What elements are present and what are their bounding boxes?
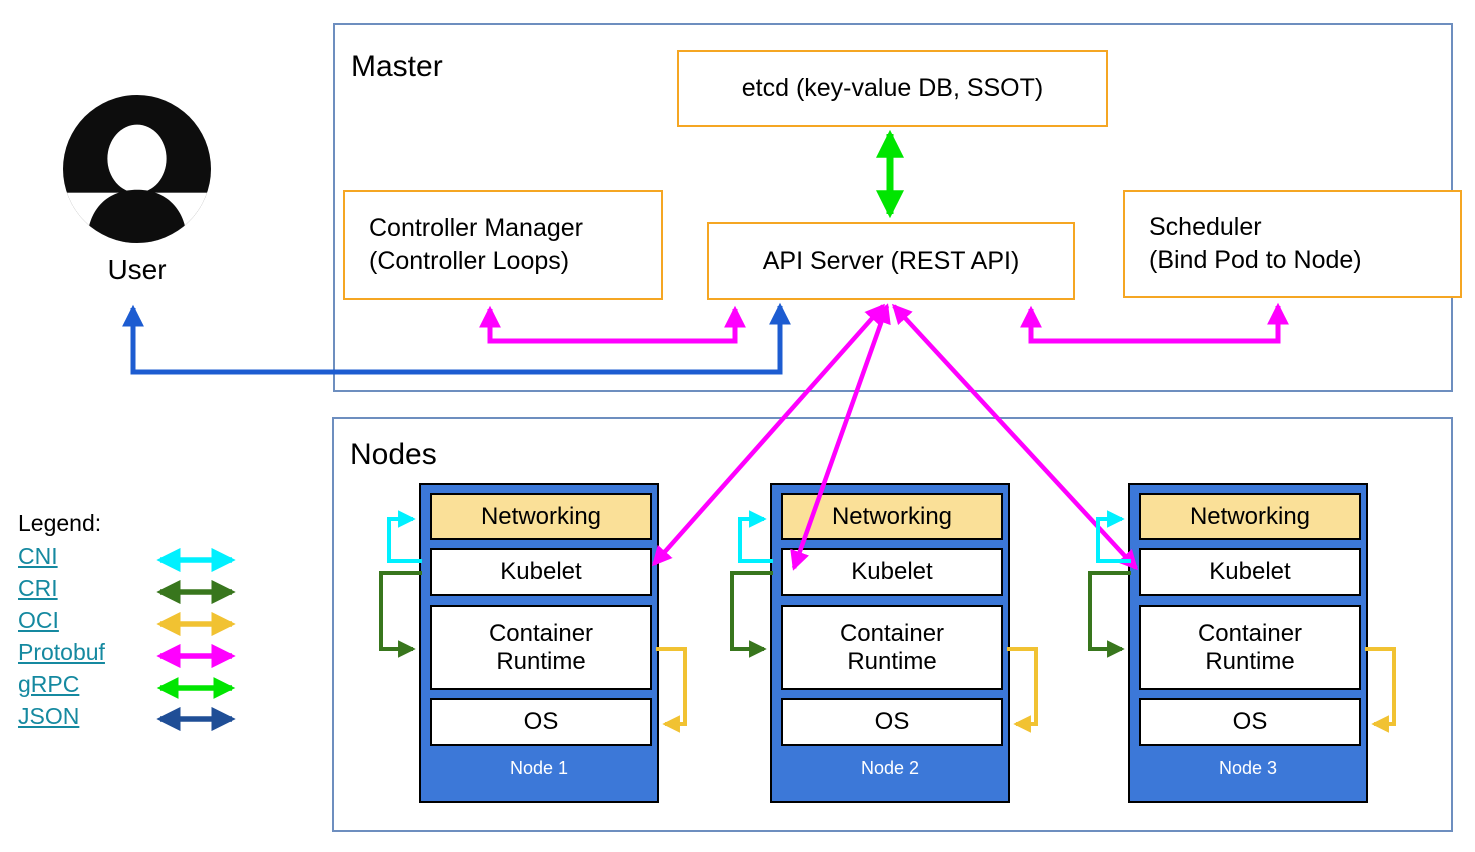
node-3-container-runtime-layer: Container Runtime xyxy=(1139,605,1361,690)
node-3-name: Node 3 xyxy=(1218,758,1278,778)
legend-link-protobuf[interactable]: Protobuf xyxy=(18,639,105,665)
node-3-os-layer: OS xyxy=(1139,698,1361,746)
user-icon xyxy=(63,95,211,243)
legend-title: Legend: xyxy=(18,510,102,536)
legend-link-cni[interactable]: CNI xyxy=(18,543,58,569)
node-1-networking-layer: Networking xyxy=(430,493,652,540)
node-3-networking-layer: Networking xyxy=(1139,493,1361,540)
node-3-box: Networking Kubelet Container Runtime OS … xyxy=(1128,483,1368,803)
master-section-title: Master xyxy=(351,50,443,83)
etcd-box: etcd (key-value DB, SSOT) xyxy=(677,50,1108,127)
node-1-kubelet-layer: Kubelet xyxy=(430,548,652,596)
node-1-box: Networking Kubelet Container Runtime OS … xyxy=(419,483,659,803)
legend-link-json[interactable]: JSON xyxy=(18,703,80,729)
node-1-os-layer: OS xyxy=(430,698,652,746)
node-2-name: Node 2 xyxy=(860,758,920,778)
api-server-label: API Server (REST API) xyxy=(762,246,1020,275)
api-server-box: API Server (REST API) xyxy=(707,222,1075,300)
legend-link-cri[interactable]: CRI xyxy=(18,575,58,601)
nodes-section-title: Nodes xyxy=(350,438,437,471)
node-2-os-layer: OS xyxy=(781,698,1003,746)
legend-link-grpc[interactable]: gRPC xyxy=(18,671,80,697)
scheduler-box: Scheduler (Bind Pod to Node) xyxy=(1123,190,1462,298)
node-1-name: Node 1 xyxy=(509,758,569,778)
etcd-label: etcd (key-value DB, SSOT) xyxy=(741,74,1044,102)
legend-link-oci[interactable]: OCI xyxy=(18,607,59,633)
controller-manager-box: Controller Manager (Controller Loops) xyxy=(343,190,663,300)
node-2-networking-layer: Networking xyxy=(781,493,1003,540)
node-2-container-runtime-layer: Container Runtime xyxy=(781,605,1003,690)
controller-manager-label: Controller Manager (Controller Loops) xyxy=(369,214,583,275)
node-3-kubelet-layer: Kubelet xyxy=(1139,548,1361,596)
user-label: User xyxy=(107,254,167,285)
scheduler-label: Scheduler (Bind Pod to Node) xyxy=(1149,213,1362,274)
node-2-box: Networking Kubelet Container Runtime OS … xyxy=(770,483,1010,803)
node-1-container-runtime-layer: Container Runtime xyxy=(430,605,652,690)
node-2-kubelet-layer: Kubelet xyxy=(781,548,1003,596)
